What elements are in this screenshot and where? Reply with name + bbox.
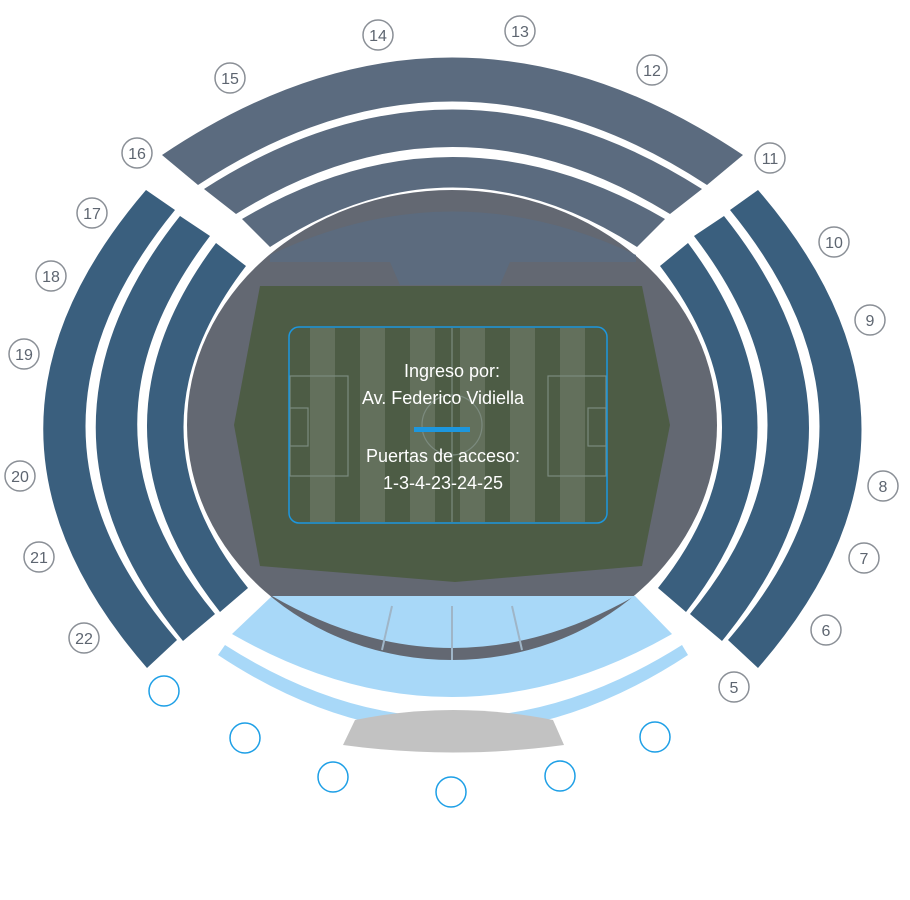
svg-text:6: 6 [822,623,831,640]
west-stand-tier-outer[interactable] [43,190,178,668]
gate-20[interactable]: 20 [4,460,36,492]
gate-7[interactable]: 7 [848,542,880,574]
access-gate-5[interactable] [544,760,576,792]
west-stand-tier-middle[interactable] [95,216,215,641]
gate-13[interactable]: 13 [504,15,536,47]
svg-text:7: 7 [860,551,869,568]
gate-8[interactable]: 8 [867,470,899,502]
east-stand-tier-inner[interactable] [658,243,758,612]
north-stand-tier-inner[interactable] [242,157,665,247]
svg-text:12: 12 [643,63,661,80]
svg-text:20: 20 [11,469,29,486]
gate-21[interactable]: 21 [23,541,55,573]
gates-title: Puertas de acceso: [366,446,520,466]
entry-title: Ingreso por: [404,361,500,381]
gate-22[interactable]: 22 [68,622,100,654]
access-gate-6[interactable] [639,721,671,753]
north-stand[interactable] [162,57,743,248]
south-lower-seating [272,596,635,648]
pitch-boundary [288,326,608,524]
entry-info: Ingreso por: Av. Federico Vidiella Puert… [362,361,525,493]
gates-list: 1-3-4-23-24-25 [383,473,503,493]
svg-text:17: 17 [83,206,101,223]
entry-street: Av. Federico Vidiella [362,388,525,408]
svg-text:21: 21 [30,550,48,567]
svg-text:19: 19 [15,347,33,364]
svg-text:16: 16 [128,146,146,163]
gate-11[interactable]: 11 [754,142,786,174]
east-stand-tier-middle[interactable] [690,216,810,641]
gate-5[interactable]: 5 [718,671,750,703]
svg-text:8: 8 [879,479,888,496]
gate-6[interactable]: 6 [810,614,842,646]
north-stand-tier-middle[interactable] [204,109,702,215]
svg-text:9: 9 [866,313,875,330]
svg-text:13: 13 [511,24,529,41]
access-gate-3[interactable] [317,761,349,793]
north-stand-tier-outer[interactable] [162,57,743,186]
south-annex[interactable] [343,710,564,753]
svg-text:11: 11 [762,151,779,168]
west-stand[interactable] [43,190,248,668]
north-lower-seating [270,211,636,285]
svg-text:10: 10 [825,235,843,252]
east-stand[interactable] [658,190,862,668]
svg-text:18: 18 [42,269,60,286]
south-stand-lower[interactable] [218,645,688,733]
svg-text:14: 14 [369,28,387,45]
gate-15[interactable]: 15 [214,62,246,94]
gate-12[interactable]: 12 [636,54,668,86]
gate-16[interactable]: 16 [121,137,153,169]
access-gate-4[interactable] [435,776,467,808]
svg-text:22: 22 [75,631,93,648]
gate-17[interactable]: 17 [76,197,108,229]
pitch-lines [289,328,607,522]
gate-19[interactable]: 19 [8,338,40,370]
gate-18[interactable]: 18 [35,260,67,292]
access-gate-1[interactable] [148,675,180,707]
south-seating-dividers [381,605,523,660]
svg-text:15: 15 [221,71,239,88]
svg-text:5: 5 [730,680,739,697]
gate-14[interactable]: 14 [362,19,394,51]
info-divider [414,427,470,432]
gate-9[interactable]: 9 [854,304,886,336]
west-stand-tier-inner[interactable] [146,243,248,612]
east-stand-tier-outer[interactable] [728,190,862,668]
gate-10[interactable]: 10 [818,226,850,258]
access-gate-2[interactable] [229,722,261,754]
